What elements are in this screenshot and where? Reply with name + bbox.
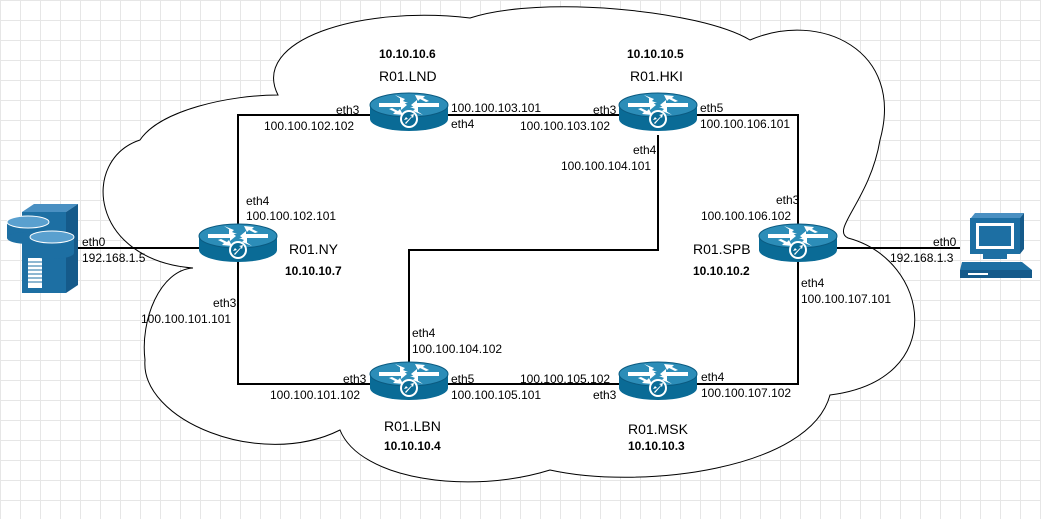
interface-name: eth4 [701, 370, 725, 384]
interface-name: eth4 [633, 143, 657, 157]
interface-name: eth3 [336, 103, 360, 117]
interface-ip: 100.100.104.102 [412, 342, 503, 356]
interface-name: eth0 [82, 235, 106, 249]
interface-ip: 192.168.1.3 [890, 251, 954, 265]
pc-icon[interactable] [960, 213, 1032, 278]
interface-name: eth3 [593, 103, 617, 117]
interface-ip: 100.100.103.102 [520, 119, 611, 133]
interface-ip: 100.100.105.101 [451, 388, 542, 402]
interface-name: eth3 [213, 296, 237, 310]
interface-name: eth4 [246, 194, 270, 208]
interface-name: eth3 [593, 388, 617, 402]
link-hki-spb [697, 114, 799, 227]
links [78, 114, 960, 385]
router-loopback-ny: 10.10.10.7 [285, 264, 342, 278]
interface-name: eth5 [700, 101, 724, 115]
interface-name: eth4 [801, 276, 825, 290]
router-loopback-lbn: 10.10.10.4 [384, 439, 441, 453]
interface-name: eth4 [451, 117, 475, 131]
interface-ip: 100.100.104.101 [561, 159, 652, 173]
interface-ip: 100.100.107.101 [801, 292, 892, 306]
router-loopback-spb: 10.10.10.2 [693, 264, 750, 278]
link-hki-lbn [408, 135, 659, 363]
router-icon[interactable] [758, 223, 838, 263]
link-ny-lnd [237, 114, 370, 227]
interface-ip: 100.100.102.101 [246, 209, 337, 223]
interface-ip: 100.100.106.101 [700, 117, 791, 131]
router-icon[interactable] [618, 361, 698, 401]
interface-ip: 100.100.101.102 [270, 388, 361, 402]
interface-ip: 100.100.105.102 [520, 372, 611, 386]
router-icon[interactable] [618, 92, 698, 132]
router-icon[interactable] [369, 92, 449, 132]
server-icon[interactable] [6, 204, 78, 293]
link-ny-lbn [237, 258, 370, 385]
interface-ip: 100.100.107.102 [701, 386, 792, 400]
interface-name: eth3 [343, 372, 367, 386]
interface-name: eth5 [451, 372, 475, 386]
router-name-spb: R01.SPB [693, 241, 751, 257]
router-loopback-lnd: 10.10.10.6 [379, 47, 436, 61]
router-name-lnd: R01.LND [379, 68, 437, 84]
interface-ip: 100.100.101.101 [141, 312, 232, 326]
link-msk-spb [697, 262, 799, 385]
interface-ip: 100.100.106.102 [701, 209, 792, 223]
router-name-msk: R01.MSK [628, 421, 688, 437]
interface-name: eth4 [412, 326, 436, 340]
interface-ip: 100.100.102.102 [264, 119, 355, 133]
router-loopback-msk: 10.10.10.3 [628, 439, 685, 453]
network-cloud [102, 6, 916, 483]
interface-ip: 100.100.103.101 [451, 101, 542, 115]
interface-name: eth0 [933, 235, 957, 249]
interface-ip: 192.168.1.5 [82, 251, 146, 265]
router-name-ny: R01.NY [289, 241, 339, 257]
router-icon[interactable] [198, 223, 278, 263]
interface-name: eth3 [776, 193, 800, 207]
router-name-hki: R01.HKI [630, 68, 683, 84]
router-name-lbn: R01.LBN [384, 418, 441, 434]
router-loopback-hki: 10.10.10.5 [627, 47, 684, 61]
router-icon[interactable] [369, 361, 449, 401]
